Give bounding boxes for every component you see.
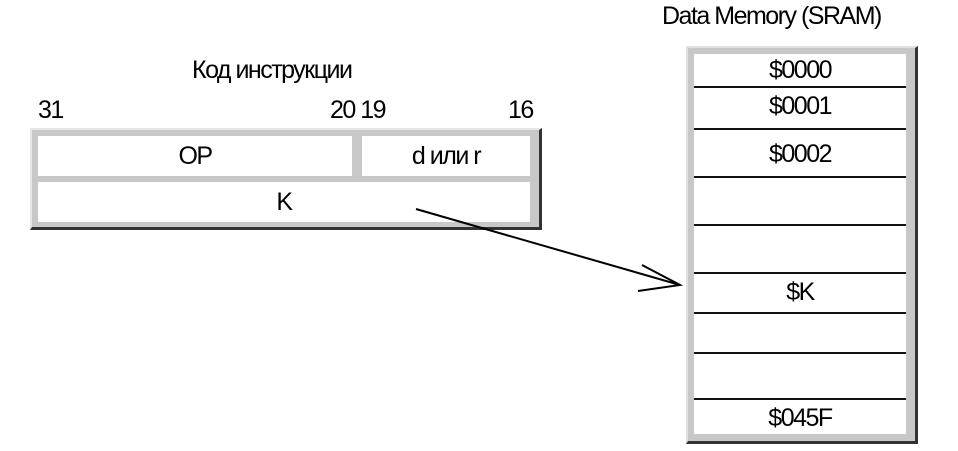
memory-divider <box>694 398 906 400</box>
memory-divider <box>694 352 906 354</box>
memory-cell-045f: $045F <box>768 404 833 432</box>
arrowhead <box>637 264 684 292</box>
op-field: OP <box>38 136 352 176</box>
bit-31-label: 31 <box>38 96 64 124</box>
instruction-title: Код инструкции <box>192 56 353 84</box>
k-field-label: K <box>276 187 293 216</box>
op-field-label: OP <box>178 141 213 170</box>
memory-divider <box>694 312 906 314</box>
memory-divider <box>694 176 906 178</box>
memory-divider <box>694 272 906 274</box>
k-field: K <box>38 182 530 222</box>
bit-20-19-label: 20 19 <box>330 96 387 124</box>
memory-cell-0001: $0001 <box>768 92 833 120</box>
bit-16-label: 16 <box>508 96 534 124</box>
memory-divider <box>694 86 906 88</box>
dr-field-label: d или r <box>411 141 482 170</box>
arrow-line <box>415 208 681 286</box>
dr-field: d или r <box>362 136 530 176</box>
memory-inner: $0000 $0001 $0002 $K $045F <box>694 54 906 434</box>
data-memory-box: $0000 $0001 $0002 $K $045F <box>686 46 918 444</box>
memory-cell-0002: $0002 <box>768 140 833 168</box>
memory-divider <box>694 128 906 130</box>
memory-cell-k: $K <box>786 278 815 306</box>
memory-cell-0000: $0000 <box>768 56 833 84</box>
instruction-format-box: OP d или r K <box>30 128 542 230</box>
memory-title: Data Memory (SRAM) <box>662 2 882 30</box>
memory-divider <box>694 224 906 226</box>
